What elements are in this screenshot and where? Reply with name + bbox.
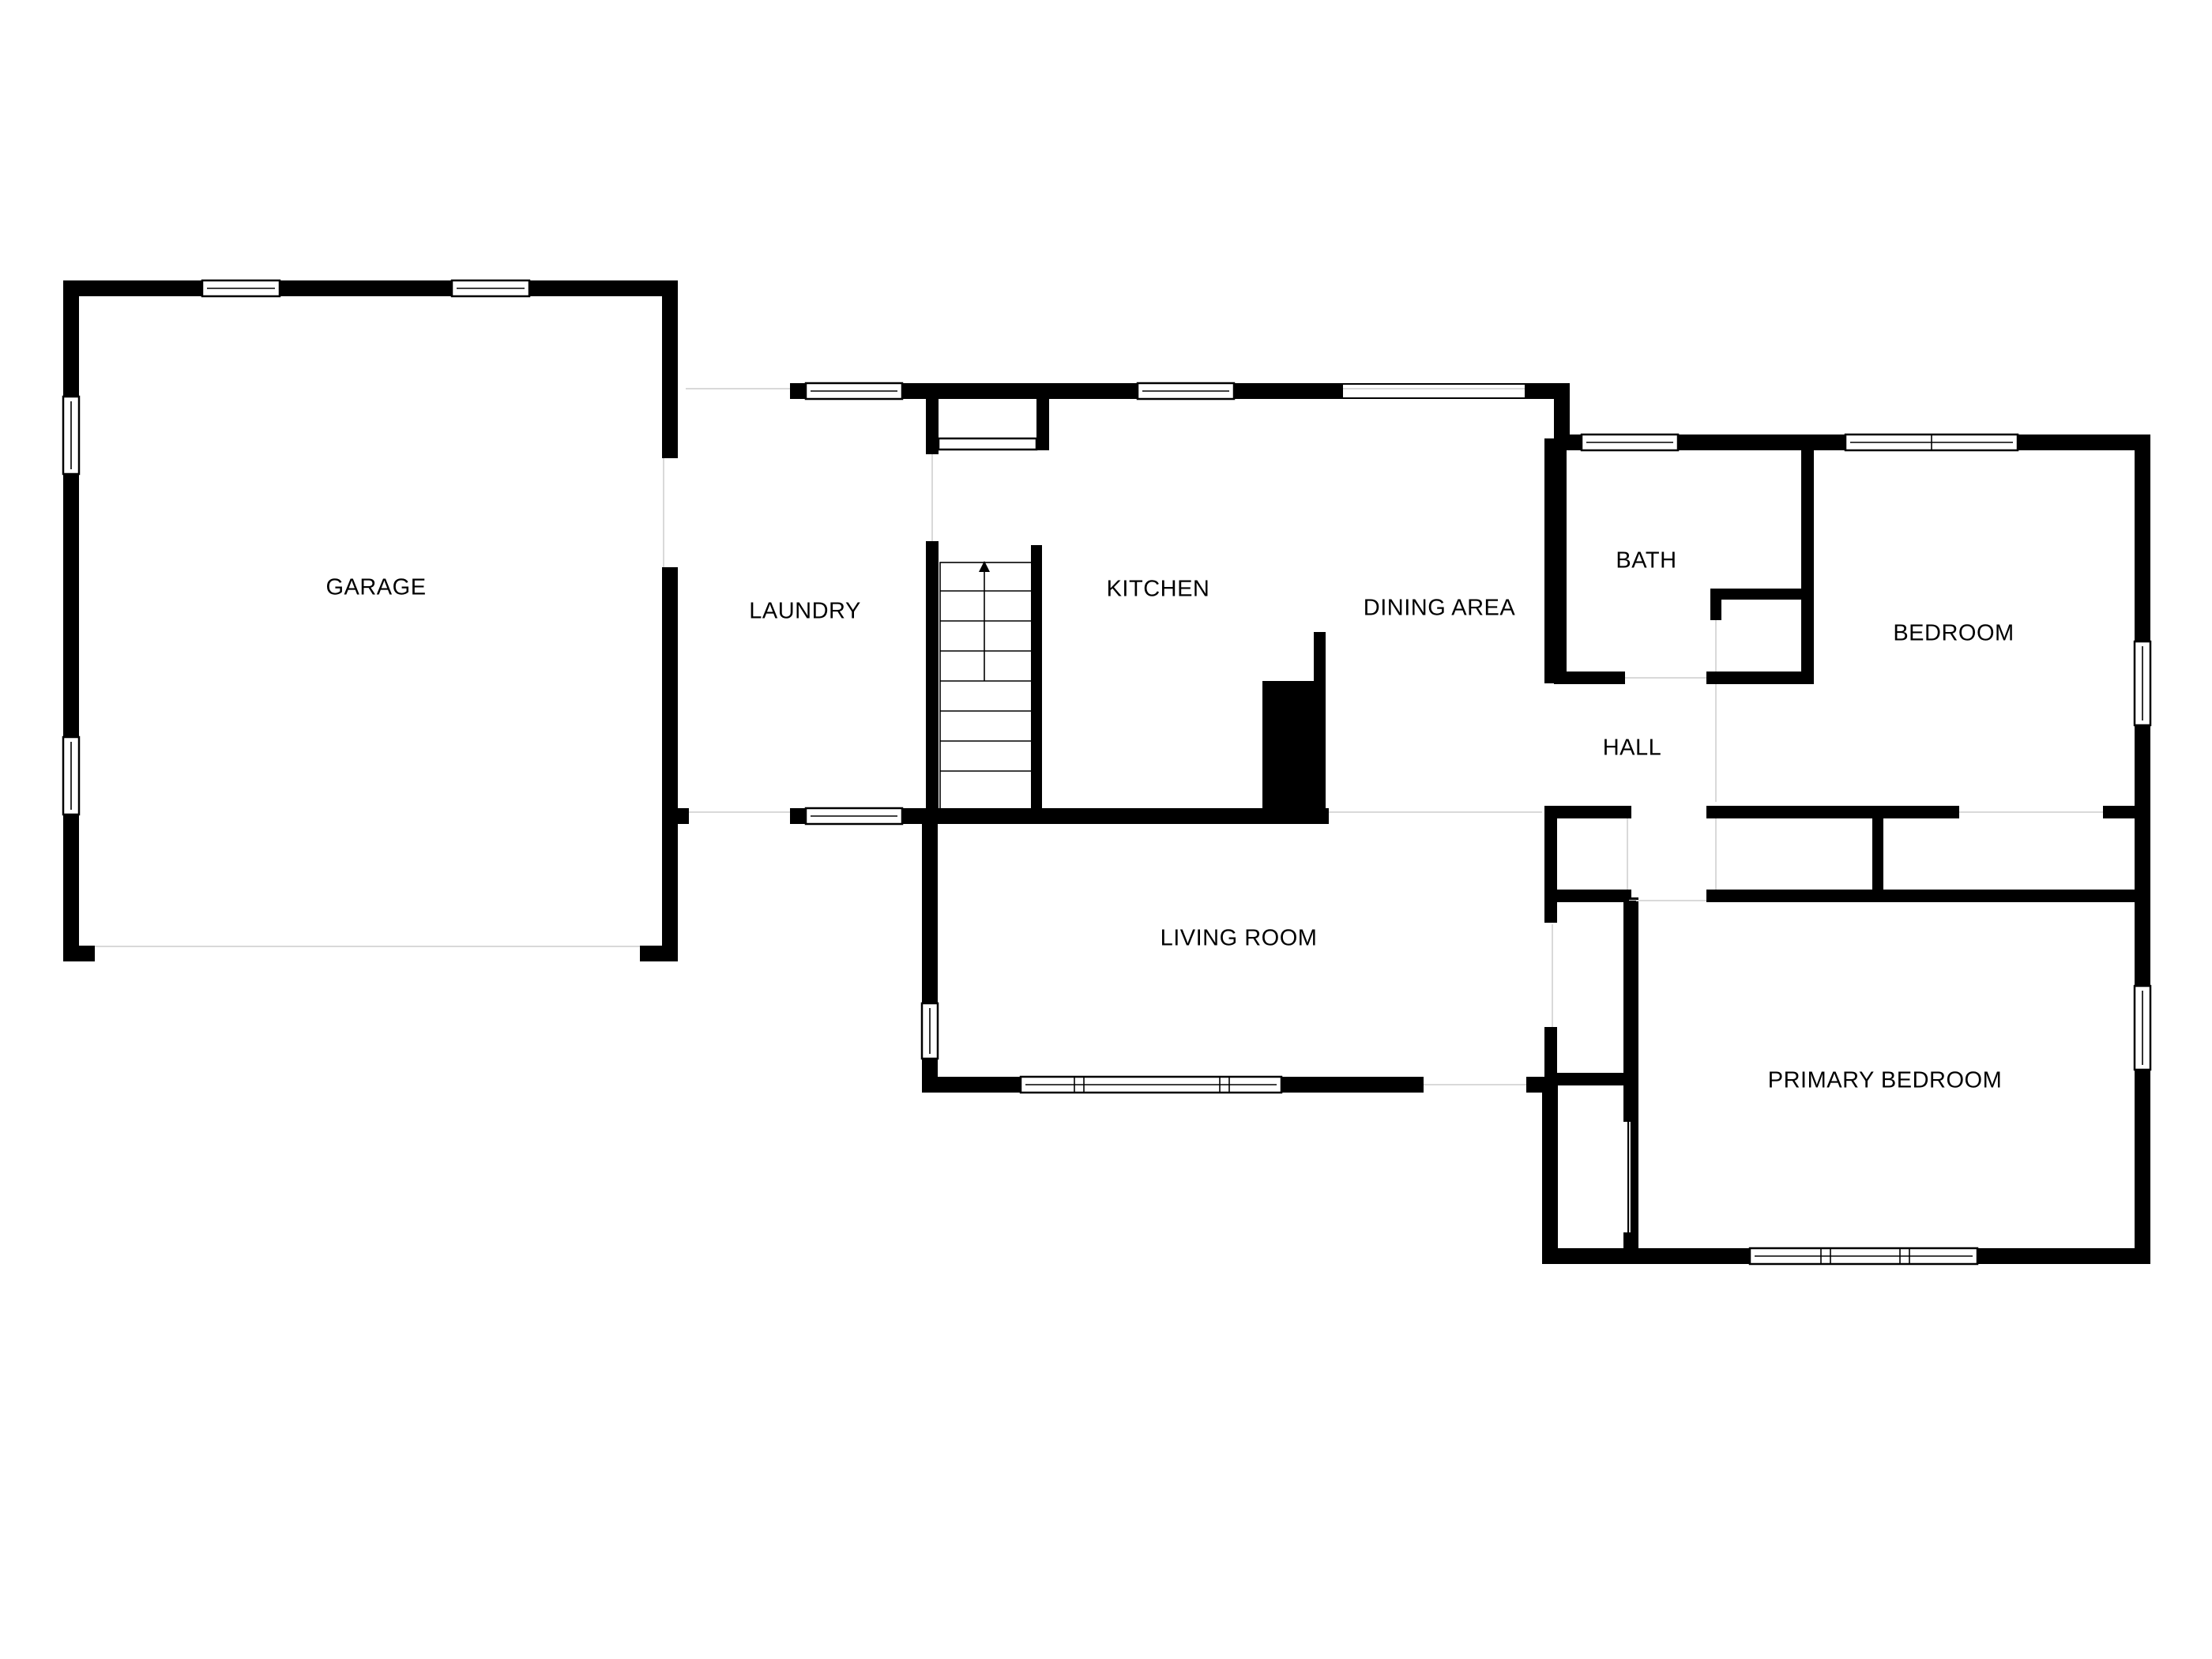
primary-bedroom-area: PRIMARY BEDROOM xyxy=(1542,901,2152,1266)
stairs xyxy=(939,561,1033,810)
kitchen-window-top xyxy=(1136,382,1236,401)
bedroom-area: BEDROOM xyxy=(1706,433,2152,1262)
laundry-area: LAUNDRY xyxy=(678,382,939,826)
bath-closet-top xyxy=(1710,589,1805,600)
dining-wall-top-gap-white xyxy=(1343,385,1525,397)
room-label-hall: HALL xyxy=(1603,735,1662,761)
kitchen-island-block xyxy=(1262,681,1326,815)
living-window-bottom xyxy=(1019,1075,1283,1094)
pantry-wall-right xyxy=(1036,399,1049,450)
room-label-bath: BATH xyxy=(1616,548,1676,574)
garage-wall-bottom-left xyxy=(63,946,95,961)
closet-divider xyxy=(1872,806,1883,899)
laundry-wall-bottom-left xyxy=(678,808,689,824)
primary-window-bottom xyxy=(1748,1247,1979,1266)
bedroom-wall-bottom-left xyxy=(1706,806,1959,818)
bath-wall-bottom-left xyxy=(1554,672,1625,684)
primary-window-right xyxy=(2133,984,2152,1071)
pantry-wall-left xyxy=(926,399,939,450)
hall-wall-left-upper xyxy=(1544,806,1557,923)
bedroom-wall-right xyxy=(2135,434,2150,1262)
bath-area: BATH xyxy=(1554,433,2150,684)
garage-window-top-right xyxy=(450,279,531,298)
hall-wall-left-lower xyxy=(1544,1027,1557,1082)
primary-wall-left-upper xyxy=(1623,901,1636,1122)
bedroom-wall-bottom-right xyxy=(2103,806,2142,818)
garage-wall-left xyxy=(63,280,79,961)
hall-closet-wall-bottom xyxy=(1544,890,1631,902)
garage-window-top-left xyxy=(201,279,281,298)
room-label-garage: GARAGE xyxy=(325,575,426,600)
bath-closet-left xyxy=(1710,589,1721,620)
laundry-window-bottom xyxy=(804,807,904,826)
kitchen-partition xyxy=(1031,545,1042,822)
room-label-kitchen: KITCHEN xyxy=(1107,577,1210,602)
room-label-living: LIVING ROOM xyxy=(1161,926,1318,951)
bedroom-window-top xyxy=(1844,433,2019,452)
arrow-up-icon xyxy=(979,561,990,572)
garage-wall-right-upper xyxy=(662,280,678,458)
room-label-primary-bedroom: PRIMARY BEDROOM xyxy=(1768,1068,2002,1093)
laundry-window-top xyxy=(804,382,904,401)
primary-closet-top xyxy=(1544,1073,1631,1085)
garage-window-left-lower xyxy=(62,735,81,816)
living-room-area: LIVING ROOM xyxy=(920,808,1558,1094)
garage-window-left-upper xyxy=(62,395,81,476)
living-window-left xyxy=(920,1002,939,1060)
hall-closet-wall-top xyxy=(1544,806,1631,818)
primary-closet-left xyxy=(1542,1077,1558,1262)
bath-wall-left xyxy=(1554,438,1567,683)
room-label-dining: DINING AREA xyxy=(1364,596,1516,621)
bath-window-top xyxy=(1580,433,1680,452)
garage-area: GARAGE xyxy=(62,279,678,961)
bath-wall-right xyxy=(1801,442,1814,679)
garage-wall-bottom-right xyxy=(640,946,678,961)
kitchen-wall-bottom xyxy=(926,808,1329,824)
kitchen-dining-area: KITCHEN DINING AREA xyxy=(926,382,1570,824)
bedroom-window-right xyxy=(2133,640,2152,727)
closet-wall-bottom xyxy=(1706,890,2142,902)
garage-wall-top xyxy=(63,280,678,296)
kitchen-island-post xyxy=(1314,632,1326,687)
laundry-wall-right xyxy=(926,541,939,822)
dining-wall-right-top xyxy=(1554,383,1570,438)
pantry-window xyxy=(937,437,1038,451)
garage-wall-right-lower xyxy=(662,567,678,961)
bath-wall-bottom-right xyxy=(1706,672,1814,684)
room-label-bedroom: BEDROOM xyxy=(1893,621,2014,646)
room-label-laundry: LAUNDRY xyxy=(749,599,861,624)
